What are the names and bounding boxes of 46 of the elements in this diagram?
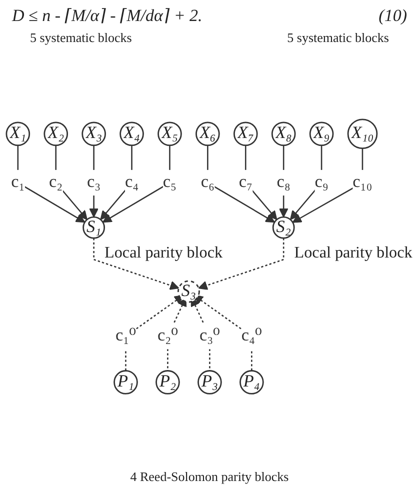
node-circle	[44, 122, 68, 146]
node-circle	[178, 280, 200, 303]
arrow	[194, 295, 252, 371]
edge-label: c₁₀	[352, 173, 372, 192]
edge-label: c₈	[276, 173, 290, 192]
node-caption: Local parity block	[104, 244, 223, 262]
node-circle	[156, 370, 180, 395]
node-circle	[240, 370, 264, 395]
arrow	[93, 238, 180, 290]
node-circle	[233, 122, 258, 146]
edge-label: c₂	[49, 173, 63, 192]
arrow	[207, 146, 275, 223]
edge-label: c₁⁰	[115, 326, 136, 346]
node-circle	[158, 122, 182, 146]
group-heading: 5 systematic blocks	[287, 30, 389, 46]
node-circle	[82, 122, 106, 146]
arrow	[102, 146, 170, 223]
node-circle	[272, 216, 295, 239]
arrow	[17, 146, 86, 223]
equation-number: (10)	[378, 6, 407, 26]
edge-label: c₁	[11, 173, 25, 192]
edge-label: c₉	[314, 173, 328, 192]
node-circle	[198, 370, 222, 395]
edge-label: c₃	[87, 173, 101, 192]
edge-label: c₃⁰	[199, 326, 220, 346]
node-circle	[271, 122, 296, 146]
group-caption: 4 Reed-Solomon parity blocks	[130, 469, 289, 485]
node-circle	[120, 122, 144, 146]
node-circle	[347, 118, 378, 150]
node-circle	[309, 122, 334, 146]
arrow	[198, 238, 284, 290]
node-caption: Local parity block	[294, 244, 412, 262]
group-heading: 5 systematic blocks	[30, 30, 132, 46]
edge-label: c₇	[238, 173, 252, 192]
arrow	[125, 295, 184, 371]
edge-label: c₂⁰	[157, 326, 178, 346]
node-circle	[196, 122, 220, 146]
edge-label: c₅	[162, 173, 177, 192]
node-circle	[6, 122, 30, 146]
edge-label: c₆	[200, 173, 214, 192]
node-circle	[114, 370, 138, 395]
edge-label: c₄	[124, 173, 139, 192]
node-circle	[82, 216, 106, 239]
formula: D ≤ n - ⌈M/α⌉ - ⌈M/dα⌉ + 2.	[12, 6, 202, 26]
edge-label: c₄⁰	[241, 326, 262, 346]
arrow	[292, 148, 364, 224]
